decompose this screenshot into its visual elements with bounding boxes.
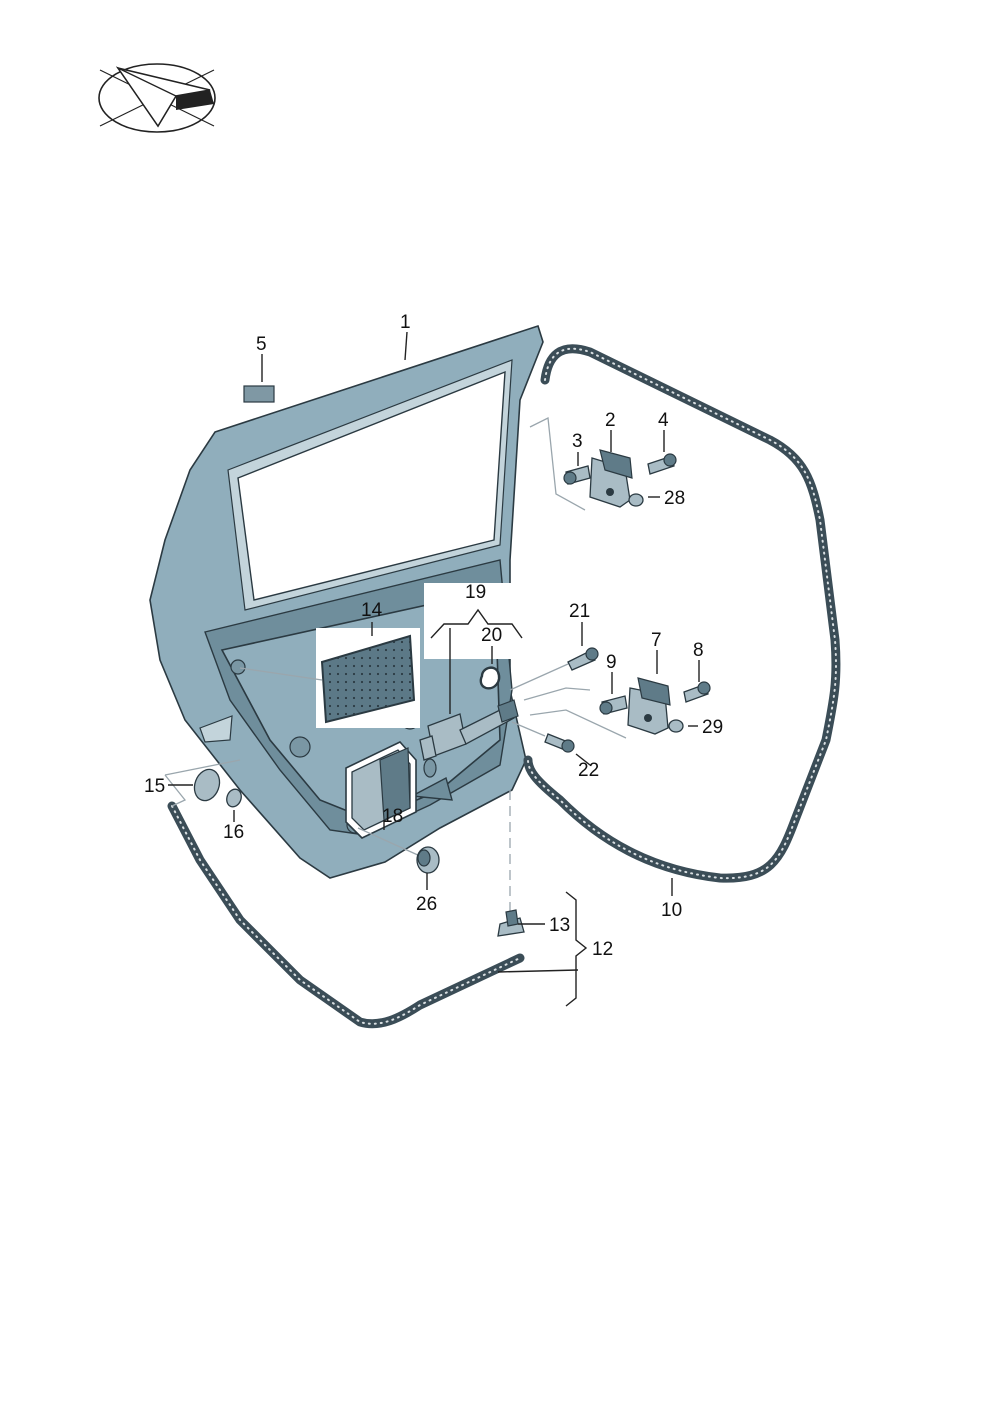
plug-15-part [193,768,221,802]
label-9: 9 [606,652,617,673]
label-28: 28 [664,488,685,509]
lock-cover-part [345,741,417,839]
upper-hinge-assembly [529,416,677,511]
label-13: 13 [549,915,570,936]
label-21: 21 [569,601,590,622]
sound-pad-part [239,628,420,728]
label-19: 19 [465,582,486,603]
label-1: 1 [400,312,411,333]
label-18: 18 [382,806,403,827]
door-check-strap-part [419,583,523,761]
label-16: 16 [223,822,244,843]
label-2: 2 [605,410,616,431]
clip-13-part [497,790,525,937]
label-5: 5 [256,334,267,355]
label-12: 12 [592,939,613,960]
label-22: 22 [578,760,599,781]
label-14: 14 [361,600,383,621]
bolt-22-part [511,721,575,753]
label-29: 29 [702,717,723,738]
label-20: 20 [481,625,502,646]
brand-logo-icon [98,63,216,133]
label-8: 8 [693,640,704,661]
label-15: 15 [144,776,165,797]
leader-lines [168,331,700,1007]
label-10: 10 [661,900,682,921]
part-labels: 1 5 2 3 4 28 19 14 21 20 7 9 8 29 22 15 … [144,312,723,960]
label-3: 3 [572,431,583,452]
lower-seal-part [167,801,525,1029]
label-4: 4 [658,410,669,431]
screw-21-part [509,647,599,691]
cap-26-part [357,827,440,874]
plug-16-part [226,788,242,808]
lower-hinge-assembly [523,677,711,739]
label-26: 26 [416,894,437,915]
door-seal-part [523,344,841,883]
label-sticker-part [243,385,275,403]
label-7: 7 [651,630,662,651]
